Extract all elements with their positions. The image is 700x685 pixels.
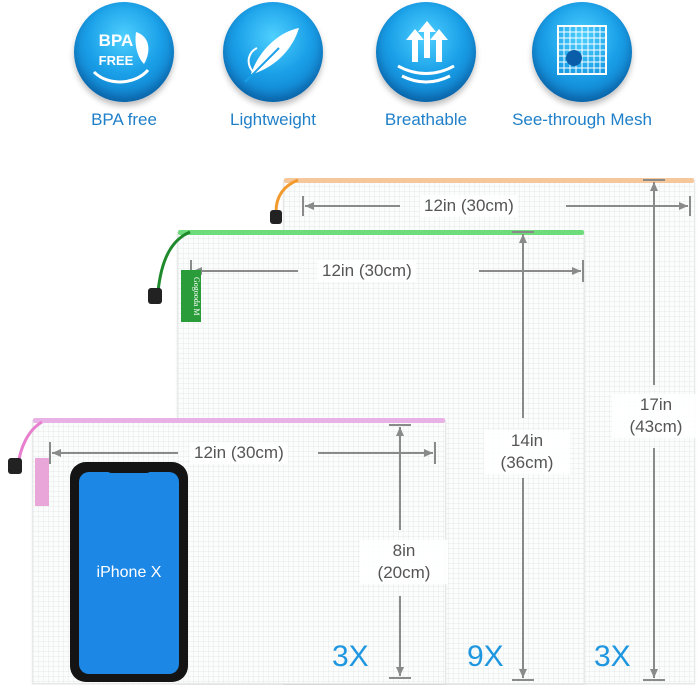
large-bag-height-label: 17in (43cm) <box>612 394 700 438</box>
large-bag-width-label: 12in (30cm) <box>420 195 518 217</box>
bpa-free-leaf-icon: BPA FREE <box>74 2 174 102</box>
large-bag-height-cm: (43cm) <box>629 417 683 436</box>
medium-bag-height-label: 14in (36cm) <box>484 430 570 474</box>
feature-lightweight: Lightweight <box>188 0 358 130</box>
feature-see-through-mesh: See-through Mesh <box>497 0 667 130</box>
phone-screen: iPhone X <box>79 472 179 674</box>
medium-bag-count: 9X <box>467 640 504 673</box>
phone-notch <box>104 462 154 473</box>
feature-label: Lightweight <box>229 110 316 129</box>
mesh-icon <box>532 2 632 102</box>
feature-label: See-through Mesh <box>512 110 652 129</box>
medium-bag-height-cm: (36cm) <box>500 453 554 472</box>
medium-bag-width-label: 12in (30cm) <box>318 260 416 282</box>
medium-bag-height-in: 14in <box>510 431 544 450</box>
iphone-x: iPhone X <box>70 462 188 682</box>
feature-bpa-free: BPA FREE BPA free <box>39 0 209 130</box>
small-bag-width-label: 12in (30cm) <box>190 442 288 464</box>
small-bag-zipper <box>33 418 445 423</box>
small-bag-height-cm: (20cm) <box>377 563 431 582</box>
bpa-badge-line1: BPA <box>99 31 134 50</box>
small-bag-count: 3X <box>332 640 369 673</box>
small-bag-height-label: 8in (20cm) <box>360 540 448 584</box>
brand-tag: Gogooda M <box>181 270 201 322</box>
small-bag-cord-lock <box>8 458 22 474</box>
large-bag-zipper <box>284 178 694 183</box>
large-bag-count: 3X <box>594 640 631 673</box>
breathable-arrows-icon <box>376 2 476 102</box>
feature-label: BPA free <box>91 110 157 129</box>
brand-tag-text: Gogooda <box>192 276 201 307</box>
small-bag-tag <box>35 458 49 506</box>
large-bag-cord-lock <box>270 210 282 224</box>
phone-label: iPhone X <box>96 564 162 581</box>
feather-icon <box>223 2 323 102</box>
feature-label: Breathable <box>384 110 468 129</box>
medium-bag-cord-lock <box>148 288 162 304</box>
large-bag-height-in: 17in <box>639 395 673 414</box>
small-bag-height-in: 8in <box>392 541 416 560</box>
medium-bag-zipper <box>178 230 584 235</box>
feature-breathable: Breathable <box>341 0 511 130</box>
bpa-badge-line2: FREE <box>99 53 134 68</box>
brand-tag-size: M <box>192 308 201 316</box>
